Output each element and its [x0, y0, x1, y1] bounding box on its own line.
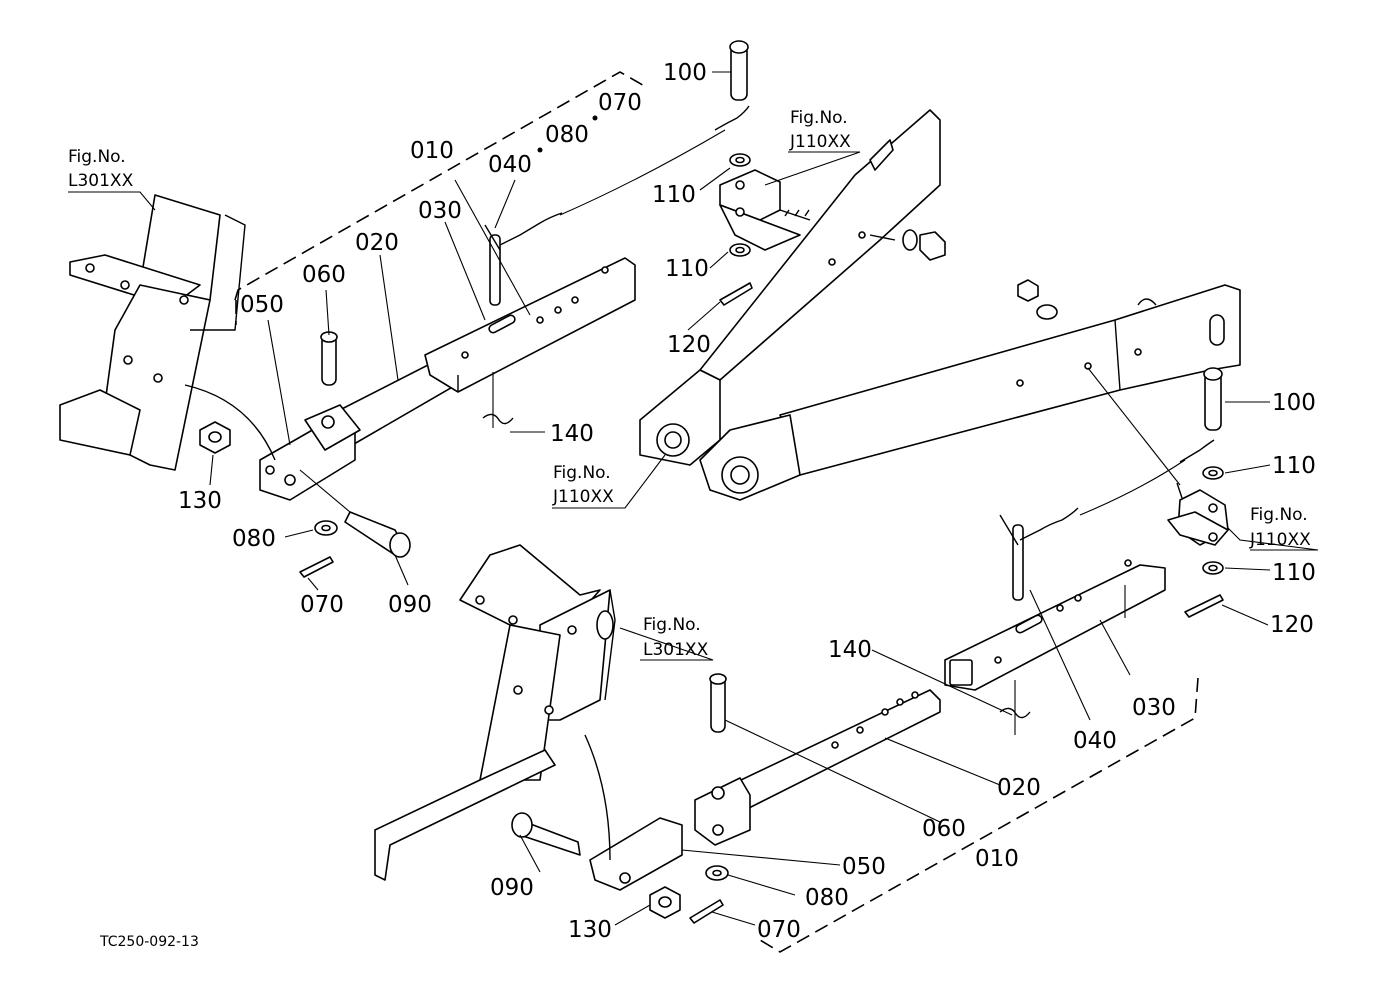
drawing-code: TC250-092-13	[99, 934, 199, 950]
label-080b-top: 080	[232, 526, 276, 552]
pin-060-top	[320, 331, 338, 386]
clevis-050-bottom	[584, 734, 683, 891]
label-070b-top: 070	[300, 592, 344, 618]
label-120-bottom: 120	[1270, 612, 1314, 638]
figref-j110-top-line1: Fig.No.	[790, 108, 848, 128]
figref-j110-mid-line1: Fig.No.	[553, 463, 611, 483]
label-100-bottom: 100	[1272, 390, 1316, 416]
figref-l301-top-line1: Fig.No.	[68, 147, 126, 167]
label-030-bottom: 030	[1132, 695, 1176, 721]
figref-l301-bottom-line2: L301XX	[643, 640, 709, 660]
cotter-140-bottom	[999, 707, 1031, 719]
label-080-top: 080	[545, 122, 589, 148]
check-chain-bar-bottom	[694, 689, 941, 846]
label-080-bottom: 080	[805, 885, 849, 911]
lower-link-arm-top	[639, 109, 946, 466]
pin-100-right	[1203, 367, 1223, 431]
label-010-bottom: 010	[975, 846, 1019, 872]
bracket-right	[1167, 466, 1229, 618]
leader-lines	[68, 71, 1319, 926]
separator-dot-1	[537, 147, 543, 153]
bottom-assembly	[374, 367, 1229, 953]
fasteners-bottom	[511, 812, 729, 924]
pin-040-bottom	[999, 439, 1215, 601]
figref-j110-right-line1: Fig.No.	[1250, 505, 1308, 525]
fasteners-top	[184, 384, 411, 578]
label-030-top: 030	[418, 198, 462, 224]
tube-030-bottom	[944, 559, 1166, 691]
label-010-top: 010	[410, 138, 454, 164]
separator-dot-2	[592, 115, 598, 121]
label-120-top: 120	[667, 332, 711, 358]
figref-j110-right-line2: J110XX	[1249, 530, 1311, 550]
pin-060-bottom	[709, 673, 727, 733]
label-040-top: 040	[488, 152, 532, 178]
label-090-top: 090	[388, 592, 432, 618]
label-110a-bottom: 110	[1272, 453, 1316, 479]
figref-l301-bottom-line1: Fig.No.	[643, 615, 701, 635]
label-130-bottom: 130	[568, 917, 612, 943]
pin-040-top	[484, 105, 750, 306]
figref-l301-top-line2: L301XX	[68, 171, 134, 191]
label-020-bottom: 020	[997, 775, 1041, 801]
cotter-140-top	[482, 413, 514, 425]
lower-link-arm-right	[699, 279, 1241, 501]
label-110a-top: 110	[652, 182, 696, 208]
label-140-top: 140	[550, 421, 594, 447]
check-chain-bar-top	[259, 257, 636, 501]
label-110b-top: 110	[665, 256, 709, 282]
label-040-bottom: 040	[1073, 728, 1117, 754]
figref-j110-top-line2: J110XX	[789, 132, 851, 152]
label-130-top: 130	[178, 488, 222, 514]
label-060-top: 060	[302, 262, 346, 288]
labels-bottom: 100 110 110 120 140 030 040 020 060 010 …	[490, 390, 1316, 943]
bracket-top	[719, 153, 811, 306]
tractor-frame-top	[59, 194, 246, 471]
group-outline-bottom	[759, 677, 1199, 953]
tractor-frame-bottom	[374, 544, 616, 881]
label-060-bottom: 060	[922, 816, 966, 842]
pin-100-top	[729, 40, 749, 101]
label-050-top: 050	[240, 292, 284, 318]
top-assembly	[59, 40, 946, 578]
label-070-bottom: 070	[757, 917, 801, 943]
label-020-top: 020	[355, 230, 399, 256]
label-070-top: 070	[598, 90, 642, 116]
label-090-bottom: 090	[490, 875, 534, 901]
label-110b-bottom: 110	[1272, 560, 1316, 586]
group-outline-top	[234, 71, 649, 301]
figref-j110-mid-line2: J110XX	[552, 487, 614, 507]
label-100-top: 100	[663, 60, 707, 86]
label-050-bottom: 050	[842, 854, 886, 880]
labels-top: 010 030 040 080 070 020 060 050 100 110 …	[68, 60, 851, 618]
label-140-bottom: 140	[828, 637, 872, 663]
